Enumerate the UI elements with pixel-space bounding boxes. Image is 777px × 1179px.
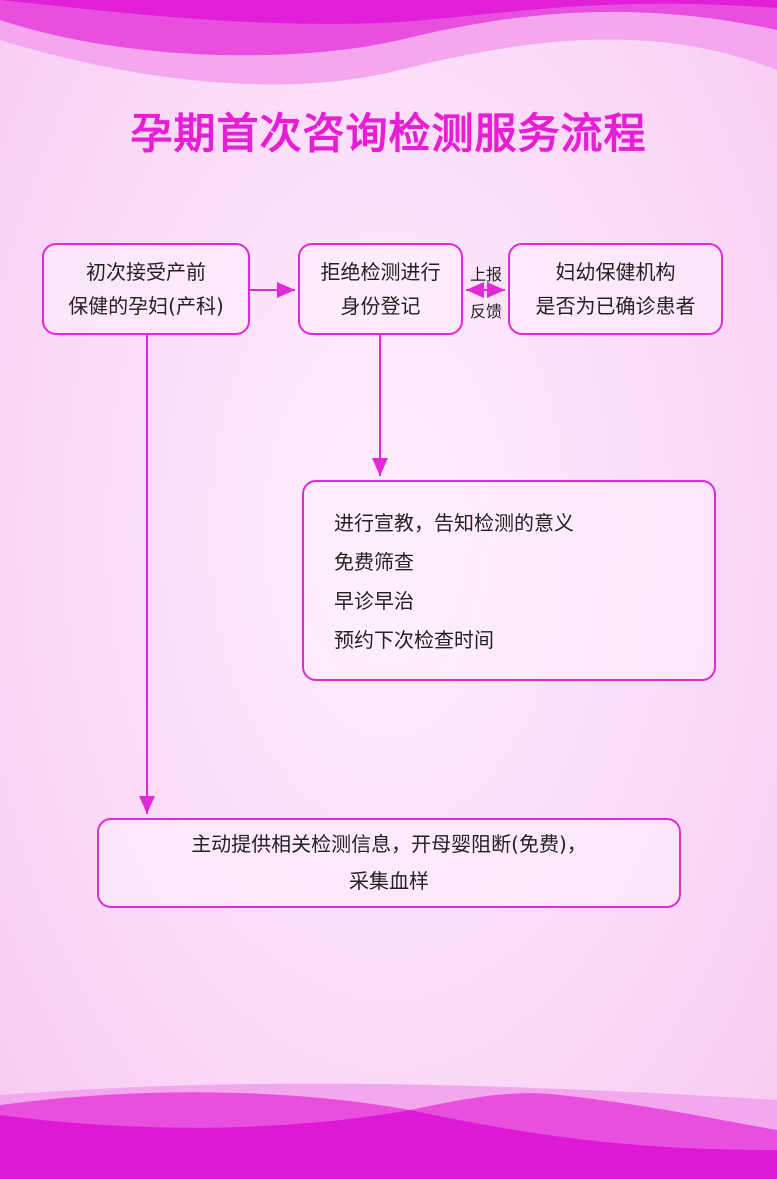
edge-label-feedback: 反馈: [470, 302, 503, 321]
node-education: 进行宣教，告知检测的意义 免费筛查 早诊早治 预约下次检查时间: [302, 480, 716, 681]
node-refuse-register: 拒绝检测进行 身份登记: [298, 243, 463, 335]
node-text: 妇幼保健机构: [555, 260, 676, 284]
edge-label-report: 上报: [470, 265, 503, 284]
node-text: 主动提供相关检测信息，开母婴阻断(免费)，: [191, 832, 587, 856]
list-item: 预约下次检查时间: [334, 628, 494, 652]
list-item: 免费筛查: [334, 550, 414, 574]
node-text: 初次接受产前: [86, 260, 206, 284]
node-first-visit: 初次接受产前 保健的孕妇(产科): [42, 243, 250, 335]
node-text: 采集血样: [349, 869, 429, 893]
node-text: 保健的孕妇(产科): [68, 294, 224, 318]
list-item: 早诊早治: [334, 589, 414, 613]
page-title: 孕期首次咨询检测服务流程: [130, 109, 647, 158]
node-text: 拒绝检测进行: [320, 260, 441, 284]
node-proactive: 主动提供相关检测信息，开母婴阻断(免费)， 采集血样: [97, 818, 681, 908]
node-mch-institution: 妇幼保健机构 是否为已确诊患者: [508, 243, 723, 335]
list-item: 进行宣教，告知检测的意义: [334, 511, 574, 535]
node-text: 是否为已确诊患者: [535, 294, 696, 318]
node-text: 身份登记: [340, 294, 421, 318]
